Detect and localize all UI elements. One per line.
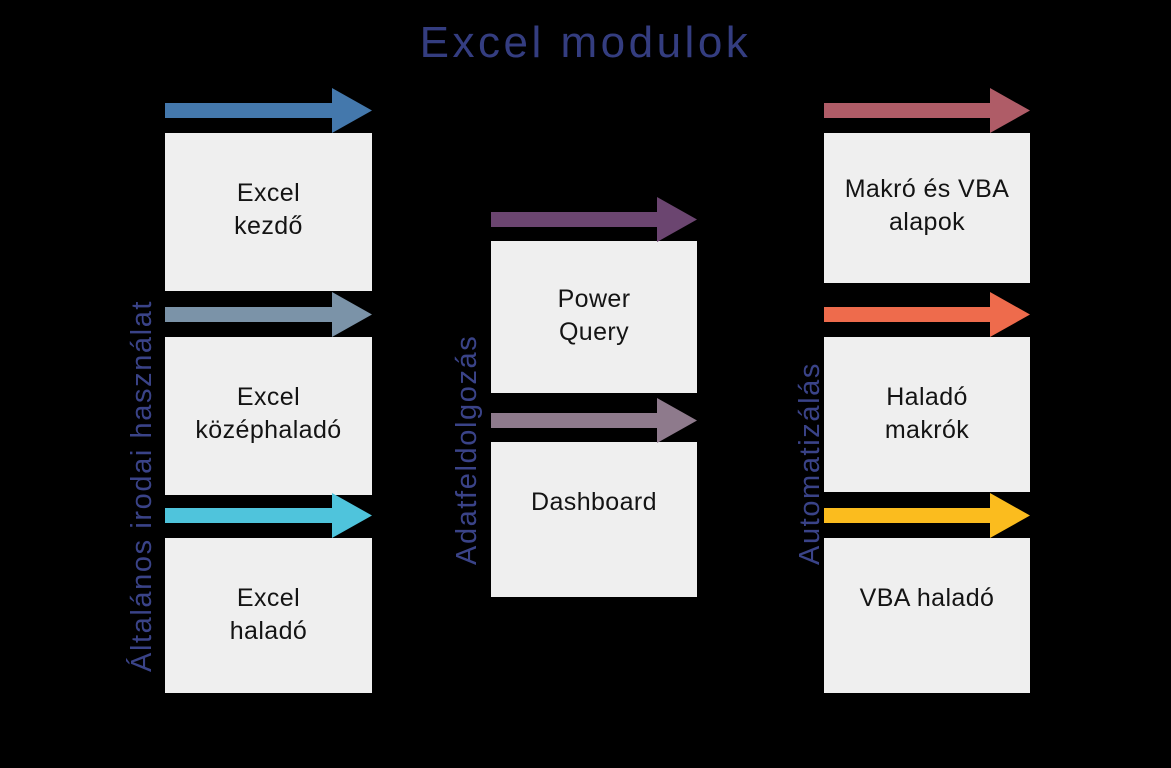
group-label-data-processing: Adatfeldolgozás bbox=[451, 334, 483, 565]
card-dashboard[interactable]: Dashboard bbox=[491, 442, 697, 597]
card-background bbox=[491, 442, 697, 597]
arrow-excel-kozephalado bbox=[165, 292, 372, 337]
card-makro-es-vba-alapok[interactable]: Makró és VBA alapok bbox=[824, 133, 1030, 283]
card-power-query[interactable]: Power Query bbox=[491, 241, 697, 393]
card-label: VBA haladó bbox=[859, 584, 995, 612]
arrow-halado-makrok bbox=[824, 292, 1030, 337]
card-background bbox=[824, 133, 1030, 283]
card-label: Makró és VBA alapok bbox=[844, 175, 1010, 237]
group-label-general-office-use: Általános irodai használat bbox=[126, 299, 158, 672]
card-background bbox=[165, 337, 372, 495]
arrow-dashboard bbox=[491, 398, 697, 443]
arrow-power-query bbox=[491, 197, 697, 242]
card-background bbox=[491, 241, 697, 393]
card-label: Dashboard bbox=[531, 488, 657, 516]
group-label-automation: Automatizálás bbox=[794, 362, 826, 565]
card-halado-makrok[interactable]: Haladó makrók bbox=[824, 337, 1030, 492]
page-title: Excel modulok bbox=[419, 18, 752, 67]
arrow-excel-kezdo bbox=[165, 88, 372, 133]
card-label: Excel kezdő bbox=[234, 179, 303, 241]
card-vba-halado[interactable]: VBA haladó bbox=[824, 538, 1030, 693]
card-excel-halado[interactable]: Excel haladó bbox=[165, 538, 372, 693]
arrow-vba-halado bbox=[824, 493, 1030, 538]
card-background bbox=[165, 133, 372, 291]
arrow-makro-es-vba-alapok bbox=[824, 88, 1030, 133]
card-background bbox=[824, 337, 1030, 492]
card-label: Haladó makrók bbox=[884, 383, 970, 445]
card-label: Power Query bbox=[557, 285, 631, 347]
card-label: Excel haladó bbox=[229, 584, 308, 646]
card-background bbox=[165, 538, 372, 693]
card-background bbox=[824, 538, 1030, 693]
card-excel-kozephalado[interactable]: Excel középhaladó bbox=[165, 337, 372, 495]
arrow-excel-halado bbox=[165, 493, 372, 538]
card-label: Excel középhaladó bbox=[195, 383, 342, 445]
card-excel-kezdo[interactable]: Excel kezdő bbox=[165, 133, 372, 291]
